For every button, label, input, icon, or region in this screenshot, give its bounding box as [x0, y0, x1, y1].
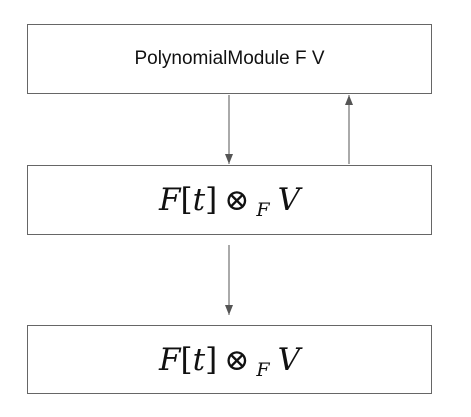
tensor-subscript: F — [256, 199, 270, 221]
tensor-operator: ⊗ — [224, 183, 250, 218]
formula-variable: t — [192, 182, 206, 218]
polynomial-module-label: PolynomialModule F V — [134, 48, 325, 69]
formula-bracket-open: [ — [180, 341, 193, 378]
formula-bracket-close: ] — [205, 182, 218, 218]
formula-factor-2: V — [277, 341, 300, 378]
formula-variable: t — [192, 341, 206, 378]
tensor-subscript: F — [256, 358, 270, 381]
arrowhead-mid-to-bottom — [225, 305, 233, 315]
arrowhead-mid-to-top — [345, 95, 353, 105]
formula-factor-2: V — [277, 182, 300, 218]
arrowhead-top-to-mid — [225, 154, 233, 164]
tensor-operator: ⊗ — [224, 342, 250, 378]
formula-factor-1: F — [159, 182, 181, 218]
formula-factor-1: F — [159, 341, 181, 378]
formula-bracket-close: ] — [205, 341, 218, 378]
polynomial-module-box: PolynomialModule F V — [27, 24, 432, 94]
formula-bracket-open: [ — [180, 182, 193, 218]
